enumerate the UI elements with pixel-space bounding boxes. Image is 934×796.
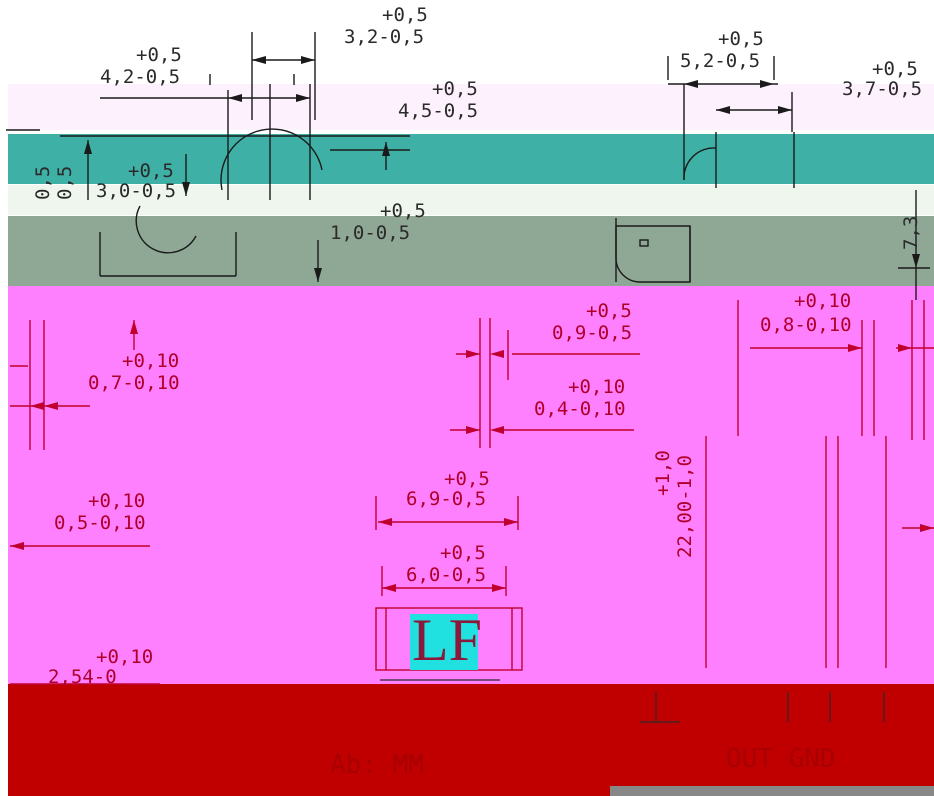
dim-0-5-tol: +0,10: [88, 490, 146, 512]
dim-1-0-tol: +0,5: [380, 200, 426, 222]
lf-mark-background: [410, 614, 478, 670]
footer-right-label: OUT GND: [726, 744, 836, 774]
band-gray: [610, 786, 934, 796]
footer-left-label: Ab: MM: [330, 750, 424, 780]
dim-5-2-tol: +0,5: [718, 28, 764, 50]
dim-0-9-tol: +0,5: [586, 300, 632, 322]
band-dark-red: [8, 684, 934, 796]
dim-0-7-tol: +0,10: [122, 350, 180, 372]
dim-22-value: 22,00-1,0: [674, 455, 696, 558]
dim-vertical-right: 7,3: [900, 215, 922, 250]
dim-0-5-value: 0,5-0,10: [54, 512, 146, 534]
dim-2-54-value: 2,54-0: [48, 666, 117, 688]
band-sage: [8, 216, 934, 286]
dim-4-5-value: 4,5-0,5: [398, 100, 479, 122]
dim-vertical-left-b: 0,5: [54, 165, 76, 200]
dim-22-tol: +1,0: [652, 450, 674, 496]
dim-3-0-tol: +0,5: [128, 160, 174, 182]
band-teal: [8, 134, 934, 184]
dim-4-2-tol: +0,5: [136, 44, 182, 66]
dim-0-7-value: 0,7-0,10: [88, 372, 180, 394]
dim-3-7-tol: +0,5: [872, 58, 918, 80]
dim-6-9-tol: +0,5: [444, 468, 490, 490]
dim-0-8-tol: +0,10: [794, 290, 852, 312]
dim-3-7-value: 3,7-0,5: [842, 78, 923, 100]
dim-0-9-value: 0,9-0,5: [552, 322, 633, 344]
dim-0-4-tol: +0,10: [568, 376, 626, 398]
dim-6-9-value: 6,9-0,5: [406, 488, 487, 510]
dim-6-0-tol: +0,5: [440, 542, 486, 564]
lf-mark-label: LF: [412, 607, 483, 673]
dim-2-54-tol: +0,10: [96, 646, 154, 668]
dim-3-2-tol: +0,5: [382, 4, 428, 26]
dim-3-2-value: 3,2-0,5: [344, 26, 425, 48]
dim-4-2-value: 4,2-0,5: [100, 66, 181, 88]
dim-1-0-value: 1,0-0,5: [330, 222, 411, 244]
dim-vertical-left-a: 0,5: [32, 165, 54, 200]
dim-4-5-tol: +0,5: [432, 78, 478, 100]
dim-0-8-value: 0,8-0,10: [760, 314, 852, 336]
dim-5-2-value: 5,2-0,5: [680, 50, 761, 72]
dim-6-0-value: 6,0-0,5: [406, 564, 487, 586]
band-light: [8, 185, 934, 215]
dim-0-4-value: 0,4-0,10: [534, 398, 626, 420]
dim-3-0-value: 3,0-0,5: [96, 180, 177, 202]
